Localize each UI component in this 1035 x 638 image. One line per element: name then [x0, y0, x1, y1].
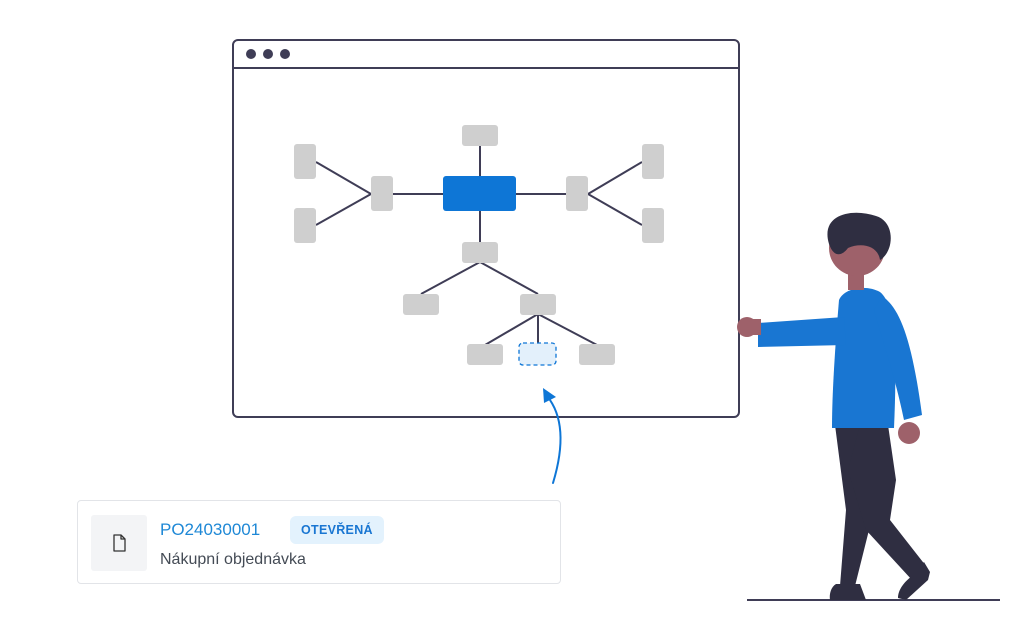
node-mid-left [403, 294, 439, 315]
window-dot-3 [280, 49, 290, 59]
document-icon [91, 515, 147, 571]
node-central [443, 176, 516, 211]
node-placeholder [518, 342, 557, 366]
diagram-connectors [315, 146, 643, 346]
document-card[interactable]: PO24030001 OTEVŘENÁ Nákupní objednávka [77, 500, 561, 584]
window-dot-2 [263, 49, 273, 59]
node-left-bottom [294, 208, 316, 243]
node-bottom-right [579, 344, 615, 365]
node-top [462, 125, 498, 146]
node-bottom-left [467, 344, 503, 365]
document-number-link[interactable]: PO24030001 [160, 520, 261, 539]
node-right-bottom [642, 208, 664, 243]
node-right [566, 176, 588, 211]
node-mid-right [520, 294, 556, 315]
node-mid [462, 242, 498, 263]
window-dot-1 [246, 49, 256, 59]
node-left [371, 176, 393, 211]
document-type-label: Nákupní objednávka [160, 551, 306, 568]
browser-window [232, 39, 740, 418]
person-illustration [737, 212, 1000, 601]
diagram-nodes [294, 125, 664, 366]
node-left-top [294, 144, 316, 179]
node-right-top [642, 144, 664, 179]
curved-arrow [543, 388, 562, 484]
status-badge: OTEVŘENÁ [290, 516, 384, 544]
